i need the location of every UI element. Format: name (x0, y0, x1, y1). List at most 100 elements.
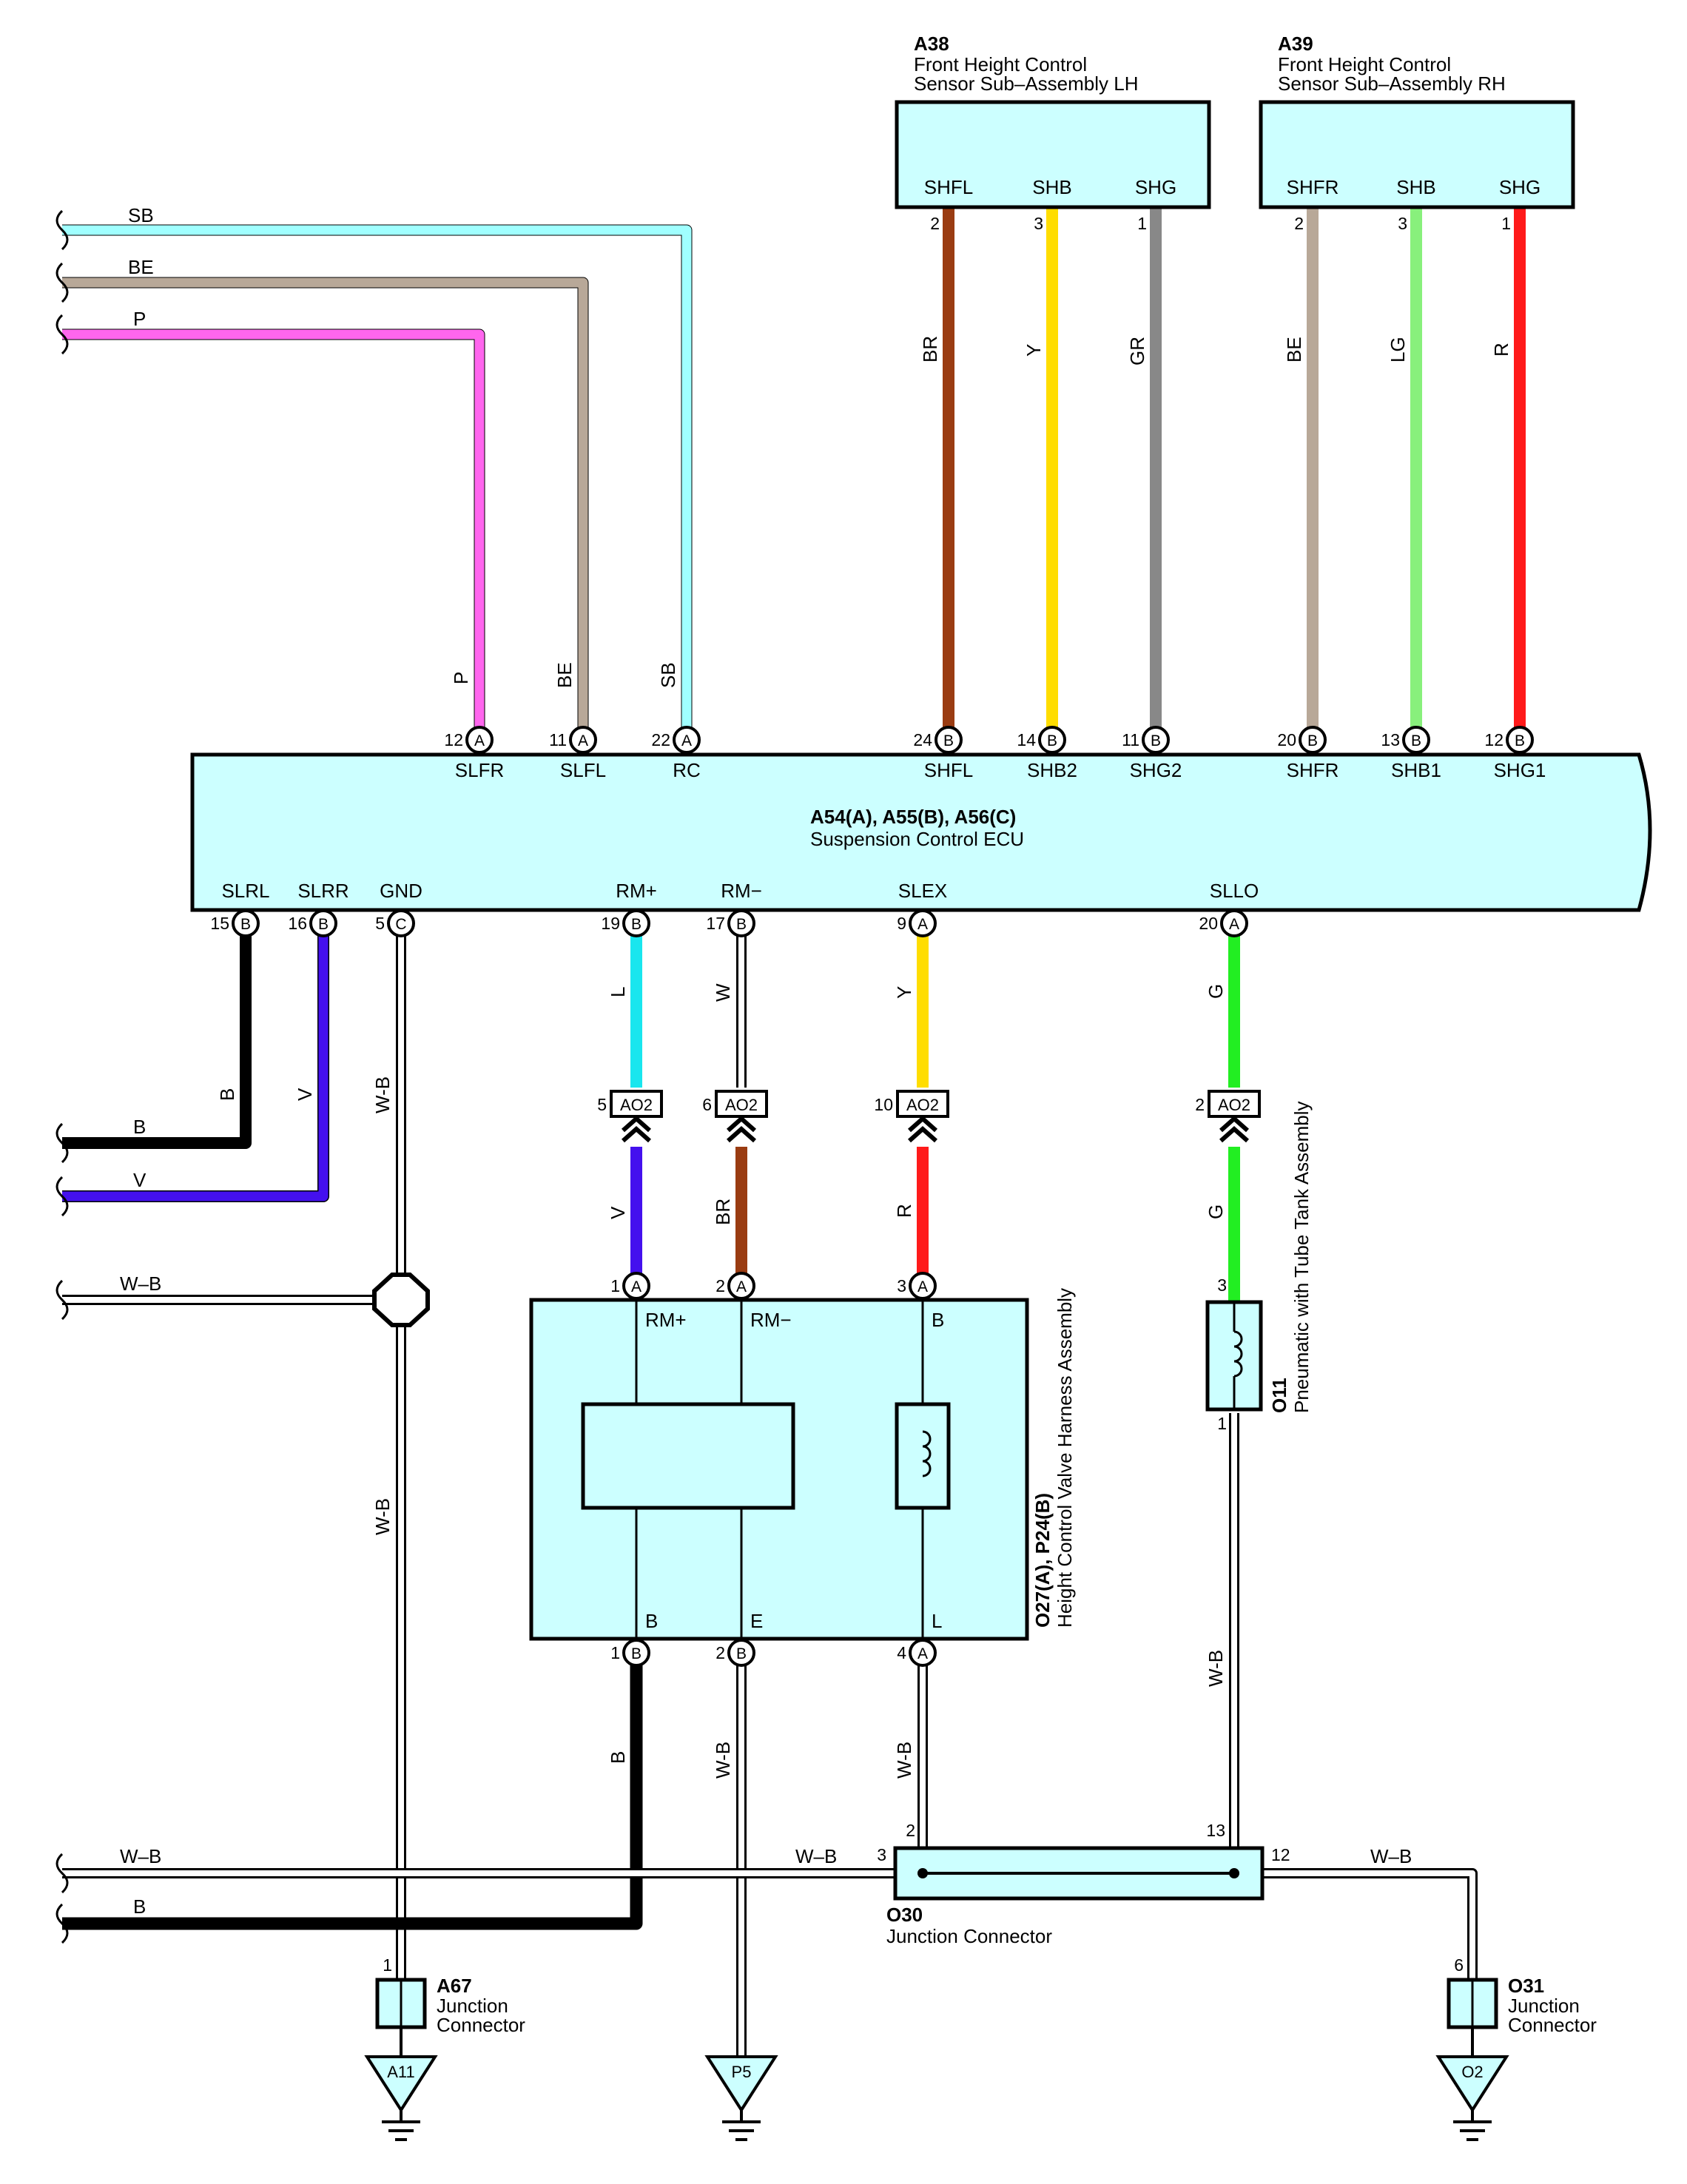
wire-label-o30-wb-left: W–B (795, 1845, 837, 1867)
o27-top-pin-3-number: 3 (897, 1276, 906, 1295)
ecu-bottom-pin-3-number: 5 (375, 914, 385, 933)
a39-name-1: Front Height Control (1278, 53, 1451, 75)
o27-bottom-pin-3-number: 4 (897, 1643, 906, 1662)
ecu-bottom-pin-5-number: 17 (706, 914, 725, 933)
o30-node-right (1229, 1868, 1239, 1878)
wire-label-left-v: V (133, 1169, 147, 1191)
a38-name-1: Front Height Control (914, 53, 1087, 75)
ecu-name: Suspension Control ECU (810, 828, 1024, 850)
ao2-chevron-icon-4 (1219, 1115, 1249, 1143)
wire-label-o27-wb2: W-B (893, 1742, 915, 1779)
wire-label-gnd-wb: W-B (371, 1076, 394, 1113)
o11-code: O11 (1268, 1378, 1290, 1413)
ecu-top-pin-8-letter: B (1411, 732, 1421, 749)
a39-box (1259, 100, 1575, 209)
o27-top-pin-2-number: 2 (715, 1276, 725, 1295)
ecu-terminal-slfl: SLFL (560, 759, 606, 781)
wire-label-a38-y: Y (1023, 344, 1045, 357)
a38-name-2: Sensor Sub–Assembly LH (914, 73, 1138, 95)
a38-pin-1: 1 (1137, 214, 1147, 233)
wire-label-rmp-l: L (607, 987, 629, 997)
wire-label-ecu-sb: SB (657, 662, 679, 688)
wire-be (62, 277, 588, 740)
ecu-terminal-rc: RC (673, 759, 701, 781)
wire-label-slex-r: R (893, 1204, 915, 1218)
wire-label-a38-gr: GR (1126, 337, 1148, 365)
ecu-top-pin-8-circle (1402, 726, 1430, 754)
wire-o31-wb-outline (1262, 1868, 1478, 1983)
o27-bottom-pin-1-letter: B (631, 1645, 642, 1662)
ecu-top-pin-5-number: 14 (1017, 730, 1036, 749)
wire-label-left-b-bottom: B (133, 1895, 146, 1918)
a38-terminal-shb: SHB (1032, 176, 1071, 198)
a39-terminal-shfr: SHFR (1287, 176, 1339, 198)
ecu-bottom-pin-4-letter: B (631, 916, 642, 933)
o30-code: O30 (886, 1904, 923, 1926)
ecu-top-pin-7-number: 20 (1277, 730, 1296, 749)
ecu-top-pin-4-letter: B (943, 732, 954, 749)
ecu-top-pin-9-number: 12 (1484, 730, 1504, 749)
o27-bottom-pin-1-circle (622, 1639, 650, 1667)
a39-code: A39 (1278, 33, 1313, 55)
a38-pin-3: 3 (1034, 214, 1043, 233)
wire-label-left-be: BE (128, 256, 154, 278)
wire-o27-b (62, 1665, 643, 1930)
ecu-terminal-bottom-1: SLRL (221, 880, 269, 902)
ecu-bottom-pin-6-number: 9 (897, 914, 906, 933)
wire-slrl-b (62, 923, 252, 1149)
o30-node-left (917, 1868, 928, 1878)
ao2-pin-2: 6 (702, 1095, 712, 1114)
wire-label-a39-r: R (1490, 343, 1512, 357)
o27-coil-icon (922, 1430, 932, 1477)
a67-name-2: Connector (437, 2014, 525, 2036)
a39-name-2: Sensor Sub–Assembly RH (1278, 73, 1506, 95)
ecu-terminal-bottom-4: RM+ (616, 880, 657, 902)
a39-pin-3: 3 (1398, 214, 1407, 233)
ecu-terminal-bottom-7: SLLO (1210, 880, 1259, 902)
ground-lines-icon-3 (1453, 2110, 1492, 2141)
ecu-terminal-shb1: SHB1 (1391, 759, 1441, 781)
ecu-top-pin-7-circle (1299, 726, 1327, 754)
ao2-chevron-icon-3 (908, 1115, 937, 1143)
ecu-top-pin-1-number: 12 (444, 730, 463, 749)
wire-label-slrr-v: V (294, 1088, 316, 1101)
ground-label-a11: A11 (387, 2063, 415, 2081)
ecu-terminal-shfr: SHFR (1287, 759, 1339, 781)
o11-pin-top: 3 (1217, 1275, 1227, 1295)
wire-label-left-sb: SB (128, 204, 154, 226)
ecu-top-pin-5-circle (1038, 726, 1066, 754)
ecu-top-pin-9-circle (1506, 726, 1534, 754)
wire-label-a38-br: BR (919, 336, 941, 363)
o27-code: O27(A), P24(B) (1031, 1493, 1054, 1628)
wire-label-slrl-b: B (216, 1088, 238, 1101)
a67-code: A67 (437, 1975, 472, 1997)
ecu-bottom-pin-1-circle (232, 909, 260, 937)
o27-bottom-pin-2-letter: B (736, 1645, 747, 1662)
wire-p (62, 329, 485, 740)
wire-label-left-wb-bottom: W–B (120, 1845, 161, 1867)
wire-break-marks (55, 209, 69, 1944)
o27-top-pin-3-letter: A (917, 1278, 928, 1295)
wire-label-o11-wb: W-B (1205, 1650, 1227, 1687)
ao2-pin-4: 2 (1195, 1095, 1205, 1114)
ao2-connector-3 (896, 1090, 949, 1118)
a38-terminal-shfl: SHFL (924, 176, 973, 198)
ecu-bottom-pin-6-circle (909, 909, 937, 937)
a38-terminal-shg: SHG (1135, 176, 1176, 198)
ecu-terminal-bottom-6: SLEX (898, 880, 948, 902)
o31-pin: 6 (1454, 1955, 1464, 1975)
ecu-bottom-pin-1-letter: B (240, 916, 251, 933)
ecu-top-pin-3-circle (673, 726, 701, 754)
ao2-label-1: AO2 (620, 1096, 653, 1114)
ground-label-p5: P5 (732, 2063, 752, 2081)
ecu-bottom-pin-7-number: 20 (1199, 914, 1218, 933)
ecu-terminal-slfr: SLFR (455, 759, 504, 781)
o27-top-pin-1-number: 1 (610, 1276, 620, 1295)
ecu-bottom-pin-4-number: 19 (601, 914, 620, 933)
wire-label-rmm-br: BR (712, 1199, 734, 1225)
